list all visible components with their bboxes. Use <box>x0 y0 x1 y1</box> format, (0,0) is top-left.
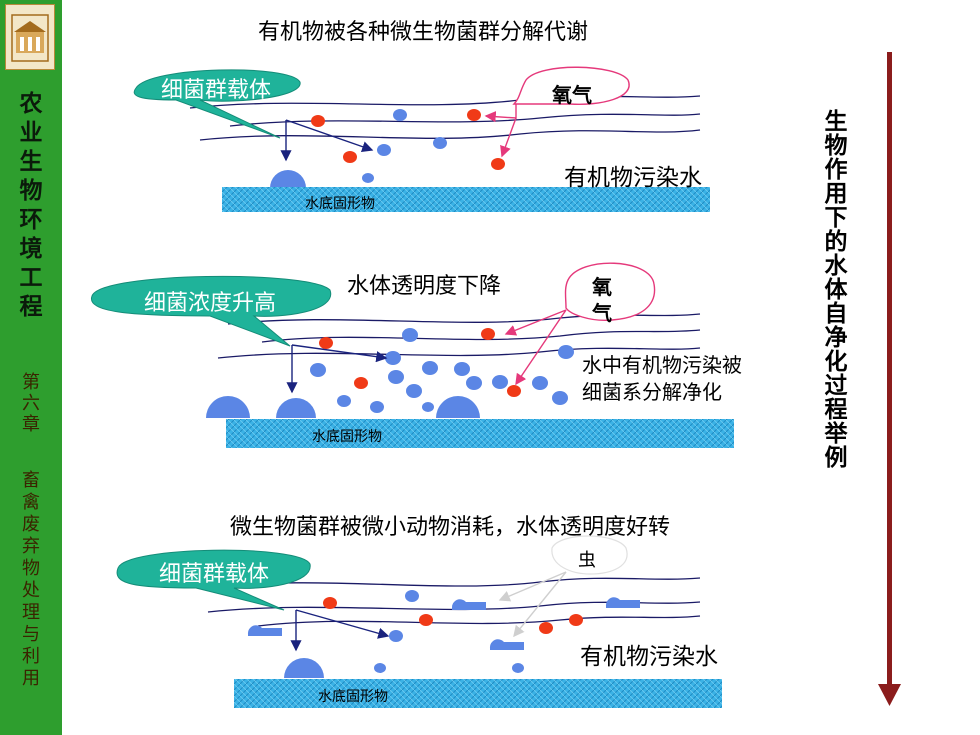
sediment-bed <box>234 679 722 708</box>
panel-2-heading: 水体透明度下降 <box>347 274 502 299</box>
bacteria-carrier-particle <box>270 170 306 188</box>
sidebar-chapter-subject: 畜禽废弃物处理与利用 <box>22 470 40 689</box>
oxygen-arrows <box>504 309 567 386</box>
water-wave-lines <box>217 313 701 359</box>
panel-3-sediment-label: 水底固形物 <box>318 689 388 705</box>
attachment-arrows <box>286 344 388 394</box>
left-sidebar: 农业生物环境工程 第六章 畜禽废弃物处理与利用 <box>0 0 62 735</box>
process-direction-arrow <box>878 52 901 706</box>
sidebar-chapter: 第六章 <box>22 372 40 435</box>
panel-3-heading: 微生物菌群被微小动物消耗，水体透明度好转 <box>230 515 671 540</box>
panel-1-heading: 有机物被各种微生物菌群分解代谢 <box>258 20 589 45</box>
panel-3-water-label: 有机物污染水 <box>580 644 718 670</box>
panel-2 <box>91 262 734 448</box>
panel-3 <box>116 535 722 708</box>
panel-3-bubble-label: 细菌群载体 <box>158 562 269 587</box>
sediment-bed <box>226 419 734 448</box>
worm-arrows <box>498 571 567 638</box>
oxygen-arrows <box>484 104 517 158</box>
attachment-arrows <box>280 119 374 162</box>
panel-2-sediment-label: 水底固形物 <box>312 429 382 445</box>
bubble-callout <box>91 275 332 347</box>
sediment-bed <box>222 187 710 212</box>
oxygen-molecules <box>323 597 583 634</box>
panel-1-sediment-label: 水底固形物 <box>305 196 375 212</box>
bacteria-carrier-particle <box>284 658 324 678</box>
panel-1 <box>133 66 710 212</box>
oxygen-callout <box>512 66 630 105</box>
bacteria-cells <box>374 590 524 673</box>
oxygen-molecules <box>319 328 521 397</box>
panel-3-worm-label: 虫 <box>578 550 596 571</box>
bacteria-carrier-particles <box>206 396 480 418</box>
university-logo <box>5 4 55 70</box>
vertical-caption: 生物作用下的水体自净化过程举例 <box>824 109 848 471</box>
attachment-arrows <box>290 609 390 652</box>
oxygen-molecules <box>311 109 505 170</box>
bacteria-cells <box>362 109 447 183</box>
panel-2-description: 水中有机物污染被细菌系分解净化 <box>582 353 742 404</box>
panel-1-oxygen-label: 氧气 <box>552 83 592 107</box>
micro-animals <box>247 597 640 650</box>
panel-1-bubble-label: 细菌群载体 <box>160 78 271 103</box>
bacteria-cells <box>310 328 574 413</box>
bubble-callout <box>133 69 301 139</box>
panel-2-bubble-label: 细菌浓度升高 <box>143 291 276 316</box>
building-emblem-icon <box>11 14 49 62</box>
panel-1-water-label: 有机物污染水 <box>564 165 702 191</box>
panel-2-oxygen-label: 氧气 <box>592 275 612 325</box>
sidebar-course-title: 农业生物环境工程 <box>19 90 43 320</box>
oxygen-callout <box>564 262 656 322</box>
bubble-callout <box>116 549 311 611</box>
worm-callout <box>551 535 628 575</box>
